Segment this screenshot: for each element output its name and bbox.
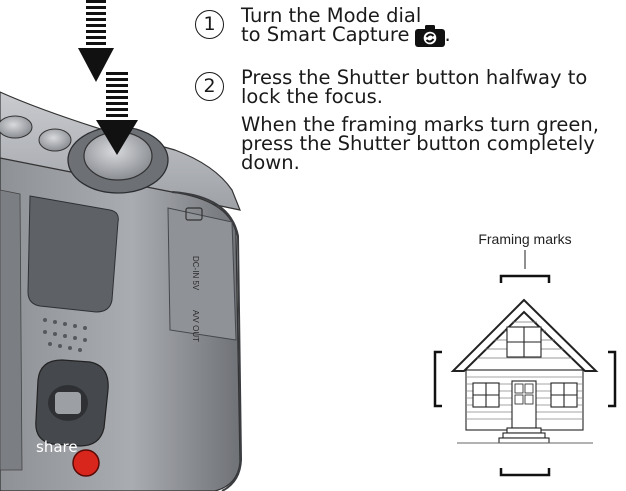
port-label-avout: A/V OUT — [191, 310, 200, 342]
instruction-line: to Smart Capture — [241, 23, 410, 46]
step-text: Turn the Mode dial to Smart Capture. — [241, 6, 451, 50]
diagram-caption: Framing marks — [478, 231, 571, 247]
step-number: 1 — [195, 10, 224, 39]
instruction-line: lock the focus. — [241, 85, 383, 108]
framing-mark-left — [433, 350, 442, 408]
step-text: Press the Shutter button halfway to lock… — [241, 66, 599, 174]
framing-mark-right — [608, 350, 617, 408]
instruction-line: down. — [241, 151, 300, 174]
step-1: 1 Turn the Mode dial to Smart Capture. — [195, 6, 451, 50]
instruction-line: press the Shutter button completely — [241, 132, 595, 155]
instruction-line: When the framing marks turn green, — [241, 113, 599, 136]
framing-marks-diagram: Framing marks — [433, 231, 617, 477]
press-arrow-icon — [78, 0, 114, 82]
smart-capture-camera-icon — [414, 25, 445, 50]
share-button[interactable] — [72, 449, 100, 477]
share-label: share — [36, 438, 78, 456]
press-arrow-icon — [96, 70, 138, 155]
instruction-line: Press the Shutter button halfway to — [241, 66, 588, 89]
camera-illustration: DC-IN 5V A/V OUT share — [0, 0, 243, 491]
step-2: 2 Press the Shutter button halfway to lo… — [195, 68, 599, 172]
step-number: 2 — [195, 72, 224, 101]
framing-mark-top — [499, 274, 551, 283]
port-label-dcin: DC-IN 5V — [191, 256, 200, 291]
instruction-line: Turn the Mode dial — [241, 4, 422, 27]
framing-mark-bottom — [499, 468, 551, 477]
house-icon — [450, 298, 599, 444]
